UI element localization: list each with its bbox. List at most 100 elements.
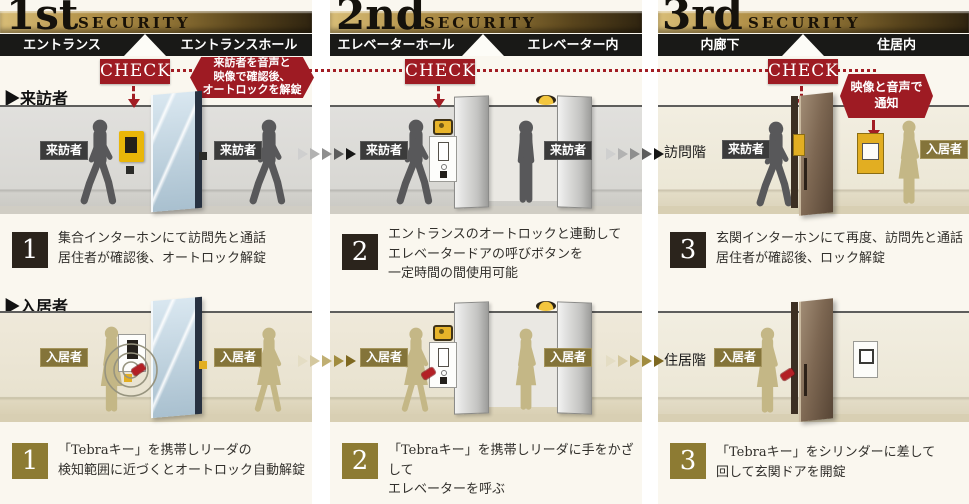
chevron-right-icon [322,148,332,160]
section-1-security: SECURITY [78,14,191,32]
zone-divider-icon [124,34,166,56]
elevator-door-left [454,95,489,209]
elevator-door-left [454,301,489,415]
chevron-right-icon [346,148,356,160]
visitor-badge: 来訪者 [360,141,409,160]
check-arrow-icon [132,86,135,99]
callout-entrance-unlock: 来訪者を音声と 映像で確認後、 オートロックを解錠 [190,57,314,98]
check-dotted-line [134,69,876,72]
door-intercom-icon [793,134,805,156]
resident-badge: 入居者 [40,348,89,367]
chevron-right-icon [334,355,344,367]
visitor-badge: 来訪者 [722,140,771,159]
chevron-right-icon [630,355,640,367]
door-handle-icon [804,158,807,190]
elevator-call-panel-icon [429,136,457,182]
flow-chevrons [606,148,666,160]
resident-badge: 入居者 [920,140,969,159]
chevron-right-icon [630,148,640,160]
resident-badge: 入居者 [714,348,763,367]
check-arrow-icon [800,86,803,99]
section-2-ordinal: 2nd [336,0,426,39]
resident-figure-standing [888,120,930,206]
zone-label-entrance: エントランス [23,37,101,52]
gold-banner-3 [658,11,969,33]
resident-badge: 入居者 [214,348,263,367]
resident-figure-standing [505,328,547,412]
chevron-right-icon [310,148,320,160]
chevron-right-icon [346,355,356,367]
step-number: 2 [342,443,378,479]
step-text: 集合インターホンにて訪問先と通話 居住者が確認後、オートロック解錠 [58,231,267,266]
elevator-call-panel-icon [429,342,457,388]
chevron-right-icon [322,355,332,367]
call-lamp-icon [433,325,453,341]
step-number: 2 [342,234,378,270]
residence-floor-label: 住居階 [664,353,706,369]
step-text: 玄関インターホンにて再度、訪問先と通話 居住者が確認後、ロック解錠 [716,231,964,266]
zone-divider-icon [782,34,824,56]
check-badge-1: CHECK [100,59,170,84]
ceiling-lamp-icon [536,95,556,105]
zone-label-entrance-hall: エントランスホール [180,37,298,52]
resident-badge: 入居者 [360,348,409,367]
call-lamp-icon [433,119,453,135]
check-badge-2: CHECK [405,59,475,84]
visitor-figure-walking [78,119,122,206]
step-number: 3 [670,443,706,479]
flow-chevrons [606,355,666,367]
section-1-ordinal: 1st [6,0,79,39]
visiting-floor-label: 訪問階 [664,145,706,161]
section-2-security: SECURITY [424,14,537,32]
floor-edge [330,206,642,214]
step-text: エントランスのオートロックと連動して エレベータードアの呼びボタンを 一定時間の… [388,227,622,281]
ceiling-lamp-icon [536,301,556,311]
zone-label-residence: 住居内 [876,37,916,52]
entrance-intercom-icon [119,131,144,162]
notify-arrow-icon [872,120,875,130]
visitor-badge: 来訪者 [544,141,593,160]
chevron-right-icon [298,148,308,160]
step-text: 「Tebraキー」を携帯しリーダに手をかざして エレベーターを呼ぶ [388,443,634,497]
chevron-right-icon [310,355,320,367]
chevron-right-icon [334,148,344,160]
section-3-ordinal: 3rd [662,0,743,39]
resident-figure-standing [746,327,789,415]
chevron-right-icon [642,355,652,367]
zone-divider-icon [462,34,504,56]
check-arrow-icon [437,86,440,99]
apartment-door [799,298,833,422]
section-3-security: SECURITY [748,14,861,32]
entrance-glass-door [151,90,202,213]
chevron-right-icon [606,355,616,367]
sensor-icon [199,361,207,369]
step-number: 1 [12,232,48,268]
check-badge-3: CHECK [768,59,838,84]
entrance-glass-door [151,296,202,419]
step-number: 1 [12,443,48,479]
visitor-figure-standing [505,120,547,204]
floor-edge [0,414,312,422]
resident-figure-walking [247,327,291,414]
door-handle-icon [804,364,807,396]
chevron-right-icon [618,148,628,160]
resident-badge: 入居者 [544,348,593,367]
visitor-figure-walking [247,119,291,206]
residence-wall-intercom-icon [853,341,878,378]
check-arrow-icon [433,99,445,108]
step-text: 「Tebraキー」を携帯しリーダの 検知範囲に近づくとオートロック自動解錠 [58,443,306,478]
chevron-right-icon [654,148,664,160]
flow-chevrons [298,148,358,160]
chevron-right-icon [654,355,664,367]
chevron-right-icon [606,148,616,160]
residence-intercom-icon [857,133,884,174]
check-arrow-icon [128,99,140,108]
gold-banner-2 [330,11,642,33]
chevron-right-icon [642,148,652,160]
door-frame [791,302,798,414]
gold-banner-1 [0,11,312,33]
sensor-icon [199,152,207,160]
chevron-right-icon [618,355,628,367]
callout-notify: 映像と音声で 通知 [840,74,933,118]
